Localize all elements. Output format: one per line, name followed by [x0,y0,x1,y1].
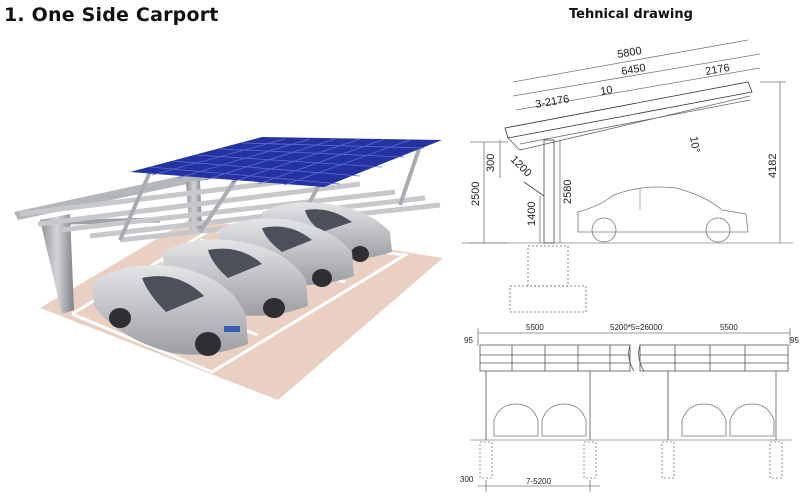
front-view-dims: 5500 5200*5=26000 5500 95 95 300 7-5200 [460,323,799,486]
dim-right-span: 5500 [720,323,738,332]
car-1 [92,265,248,356]
side-view-dims: 5800 6450 2176 3-2176 10 10° 300 1200 25… [470,45,779,226]
dim-4182: 4182 [767,154,779,178]
dim-1400: 1400 [526,202,538,226]
dim-300: 300 [485,154,497,172]
dim-2176: 2176 [704,62,730,78]
front-view-drawing [470,328,792,492]
dim-5800: 5800 [616,45,642,61]
dim-angle: 10° [687,135,702,153]
page-title: 1. One Side Carport [4,4,219,26]
dim-left-span: 5500 [526,323,544,332]
side-view-drawing [462,39,793,313]
dim-center-span: 5200*5=26000 [610,323,663,332]
dim-bottom-300: 300 [460,475,474,484]
dim-2580: 2580 [562,180,574,204]
drawing-title: Tehnical drawing [569,7,693,22]
dim-6450: 6450 [620,62,646,78]
dim-1200: 1200 [508,154,534,180]
dim-3x2176: 3-2176 [534,93,570,111]
dim-left-overhang: 95 [464,336,473,345]
dim-right-overhang: 95 [790,336,799,345]
dim-10: 10 [599,84,613,98]
solar-panel-array [130,137,442,187]
carport-illustration [14,137,443,400]
dim-bottom-span: 7-5200 [526,477,551,486]
dim-2500: 2500 [470,182,482,206]
